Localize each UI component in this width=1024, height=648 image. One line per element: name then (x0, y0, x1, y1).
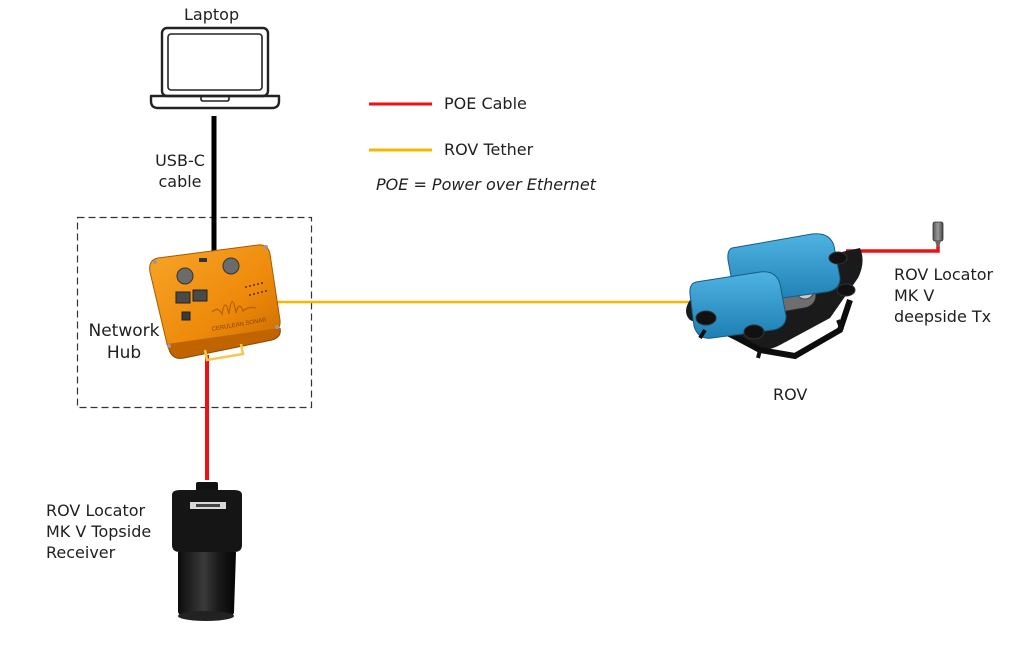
network-hub-label: Network Hub (84, 320, 164, 364)
rov-vehicle-icon (686, 233, 863, 360)
topside-receiver-label-line3: Receiver (46, 543, 116, 562)
hub-enclosure-dashed-box (76, 216, 313, 409)
topside-receiver-label-line2: MK V Topside (46, 522, 152, 541)
usb-c-cable-label: USB-C cable (150, 150, 210, 192)
deepside-transmitter-icon (932, 221, 944, 247)
network-hub-label-line2: Hub (106, 343, 142, 363)
rov-label: ROV (773, 385, 808, 404)
legend-poe-note: POE = Power over Ethernet (376, 175, 596, 194)
topside-receiver-icon (172, 482, 242, 621)
usb-c-label-line1: USB-C (155, 151, 205, 170)
deepside-tx-label-line1: ROV Locator (894, 265, 994, 284)
network-hub-label-line1: Network (88, 321, 160, 341)
topside-receiver-label: ROV Locator MK V Topside Receiver (46, 500, 151, 563)
deepside-tx-label-line3: deepside Tx (894, 307, 992, 326)
network-hub-device-icon (149, 244, 281, 362)
deepside-tx-label: ROV Locator MK V deepside Tx (894, 264, 993, 327)
laptop-label: Laptop (184, 5, 240, 24)
laptop-icon (149, 26, 281, 110)
deepside-tx-label-line2: MK V (894, 286, 935, 305)
usb-c-label-line2: cable (158, 172, 202, 191)
topside-receiver-label-line1: ROV Locator (46, 501, 146, 520)
legend-tether-label: ROV Tether (444, 140, 534, 159)
legend-poe-label: POE Cable (444, 94, 527, 113)
